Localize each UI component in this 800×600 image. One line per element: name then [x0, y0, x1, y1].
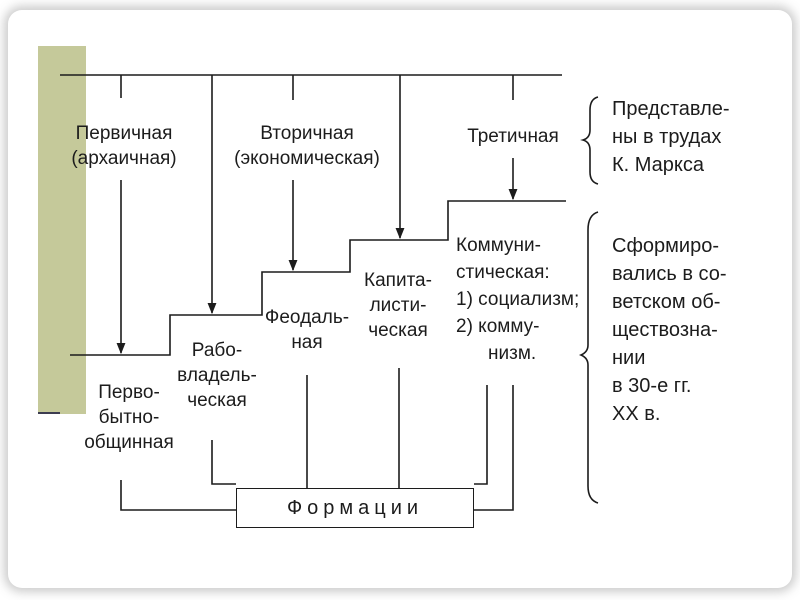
- connector-communist-b: [474, 385, 514, 511]
- soviet-line-5: нии: [612, 347, 646, 369]
- primitive-line-1: Перво-: [98, 382, 160, 403]
- soviet-line-3: ветском об-: [612, 291, 721, 313]
- communist-line-2: стическая:: [456, 262, 550, 283]
- soviet-line-2: вались в со-: [612, 263, 727, 285]
- formation-capitalist: Капита- листи- ческая: [352, 268, 444, 343]
- label-tertiary-society: Третичная: [458, 124, 568, 149]
- accent-bar: [38, 46, 86, 414]
- connector-communist-a: [474, 385, 488, 485]
- bracket-soviet: [578, 211, 599, 504]
- formation-slave: Рабо- владель- ческая: [172, 338, 262, 413]
- bracket-marx: [580, 96, 599, 185]
- soviet-line-7: XX в.: [612, 403, 661, 425]
- marx-line-3: К. Маркса: [612, 154, 704, 176]
- formation-feudal: Феодаль- ная: [262, 305, 352, 355]
- connector-primitive: [120, 480, 236, 511]
- communist-line-3: 1) социализм;: [456, 289, 580, 310]
- communist-line-5: низм.: [488, 343, 537, 364]
- connector-slave: [211, 440, 236, 485]
- label-secondary-society: Вторичная (экономическая): [222, 121, 392, 171]
- tertiary-line-1: Третичная: [467, 126, 559, 147]
- marx-line-1: Представле-: [612, 98, 730, 120]
- soviet-line-4: ществозна-: [612, 319, 718, 341]
- capitalist-line-2: листи-: [369, 295, 427, 316]
- communist-line-4: 2) комму-: [456, 316, 540, 337]
- capitalist-line-3: ческая: [368, 320, 428, 341]
- staircase: [70, 200, 566, 356]
- secondary-line-1: Вторичная: [260, 123, 354, 144]
- formations-box: Формации: [236, 488, 474, 528]
- feudal-line-1: Феодаль-: [264, 307, 350, 328]
- formation-communist: Коммуни- стическая: 1) социализм; 2) ком…: [456, 232, 579, 367]
- slave-line-1: Рабо-: [191, 340, 243, 361]
- slave-line-3: ческая: [187, 390, 247, 411]
- capitalist-line-1: Капита-: [364, 270, 432, 291]
- slave-line-2: владель-: [177, 365, 257, 386]
- marx-line-2: ны в трудах: [612, 126, 722, 148]
- communist-line-1: Коммуни-: [456, 235, 541, 256]
- soviet-line-6: в 30-е гг.: [612, 375, 692, 397]
- primitive-line-2: бытно-: [98, 407, 160, 428]
- accent-line: [38, 412, 60, 414]
- secondary-line-2: (экономическая): [234, 148, 380, 169]
- formation-primitive: Перво- бытно- общинная: [74, 380, 184, 455]
- feudal-line-2: ная: [291, 332, 323, 353]
- primitive-line-3: общинная: [84, 432, 174, 453]
- soviet-line-1: Сформиро-: [612, 235, 719, 257]
- note-soviet: Сформиро- вались в со- ветском об- ществ…: [612, 232, 727, 428]
- primary-line-2: (архаичная): [71, 148, 177, 169]
- label-primary-society: Первичная (архаичная): [66, 121, 182, 171]
- note-marx: Представле- ны в трудах К. Маркса: [612, 95, 730, 179]
- primary-line-1: Первичная: [75, 123, 173, 144]
